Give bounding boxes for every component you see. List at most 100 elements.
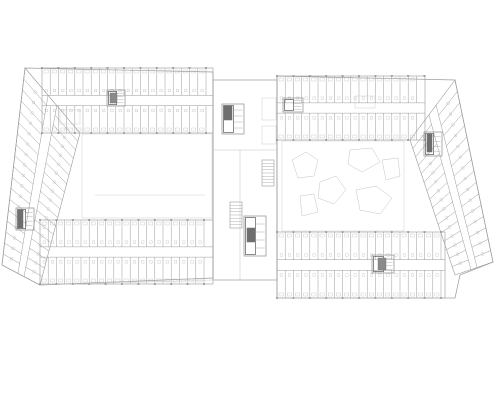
- column: [407, 75, 410, 77]
- desk: [418, 292, 423, 297]
- partition: [443, 113, 463, 136]
- desk: [311, 233, 317, 238]
- partition: [29, 247, 47, 260]
- bar-outline: [409, 79, 494, 276]
- partition: [38, 200, 58, 218]
- east-courtyard: [281, 140, 405, 232]
- column: [205, 67, 207, 69]
- chair: [51, 260, 54, 264]
- desk: [311, 292, 317, 297]
- partition: [446, 125, 465, 146]
- desk: [287, 134, 292, 139]
- partition: [33, 228, 52, 243]
- chair: [184, 108, 188, 112]
- desk: [74, 278, 80, 283]
- desk: [107, 221, 112, 226]
- desk: [199, 127, 205, 132]
- desk: [369, 292, 374, 297]
- planting-bed: [381, 157, 401, 181]
- desk: [344, 233, 350, 238]
- chair: [386, 273, 390, 277]
- desk: [328, 233, 333, 238]
- chair: [42, 240, 46, 244]
- desk: [319, 77, 325, 82]
- chair: [279, 273, 283, 277]
- desk: [133, 127, 139, 132]
- chair: [471, 209, 475, 213]
- chair: [149, 240, 153, 244]
- desk: [50, 278, 55, 283]
- partition: [448, 136, 468, 157]
- chair: [304, 96, 308, 100]
- partition: [15, 144, 37, 165]
- desk: [352, 292, 358, 297]
- chair: [13, 236, 16, 240]
- column: [155, 132, 158, 134]
- chair: [159, 108, 163, 112]
- partition: [45, 162, 67, 184]
- chair: [370, 96, 373, 100]
- chair: [118, 108, 122, 112]
- desk: [82, 221, 88, 226]
- desk: [92, 127, 98, 132]
- desk: [278, 292, 284, 297]
- desk: [142, 127, 147, 132]
- desk: [199, 69, 205, 74]
- chair: [411, 96, 414, 100]
- column: [153, 219, 156, 221]
- partition: [36, 209, 56, 227]
- desk: [99, 278, 104, 283]
- desk: [101, 69, 106, 74]
- planting-bed: [299, 193, 319, 217]
- chair: [192, 108, 196, 112]
- column: [308, 75, 311, 77]
- bar-outline: [276, 231, 446, 299]
- chair: [10, 257, 13, 261]
- chair: [182, 240, 186, 244]
- desk: [172, 221, 178, 226]
- partition: [432, 191, 451, 208]
- partition: [446, 240, 464, 250]
- partition: [43, 171, 65, 193]
- desk: [328, 77, 333, 82]
- chair: [50, 189, 54, 193]
- desk: [295, 77, 300, 82]
- chair: [439, 198, 443, 202]
- west-north-bar: [41, 67, 214, 134]
- east-south-bar: [276, 231, 446, 299]
- desk: [369, 77, 374, 82]
- partition: [456, 170, 475, 187]
- desk: [148, 221, 154, 226]
- desk: [278, 77, 284, 82]
- column: [276, 231, 278, 233]
- column: [308, 139, 311, 141]
- column: [121, 219, 123, 221]
- chair: [312, 116, 316, 120]
- chair: [135, 108, 139, 112]
- desk: [101, 127, 106, 132]
- column: [155, 67, 158, 69]
- chair: [151, 108, 155, 112]
- east-wing: [276, 75, 494, 299]
- partition: [42, 181, 63, 201]
- desk: [393, 292, 399, 297]
- column: [292, 231, 295, 233]
- desk: [303, 292, 309, 297]
- lift-shaft: [223, 105, 233, 121]
- chair: [312, 253, 316, 257]
- partition: [23, 78, 47, 106]
- desk: [303, 77, 309, 82]
- chair: [30, 111, 34, 115]
- chair: [61, 89, 65, 93]
- chair: [77, 89, 81, 93]
- desk: [319, 233, 325, 238]
- desk: [76, 69, 82, 74]
- chair: [434, 180, 438, 184]
- chair: [386, 116, 390, 120]
- chair: [42, 260, 46, 264]
- meeting-room: [59, 109, 81, 125]
- chair: [337, 273, 341, 277]
- chair: [450, 234, 454, 238]
- lift-shaft: [377, 257, 387, 271]
- west-wing: [1, 67, 214, 286]
